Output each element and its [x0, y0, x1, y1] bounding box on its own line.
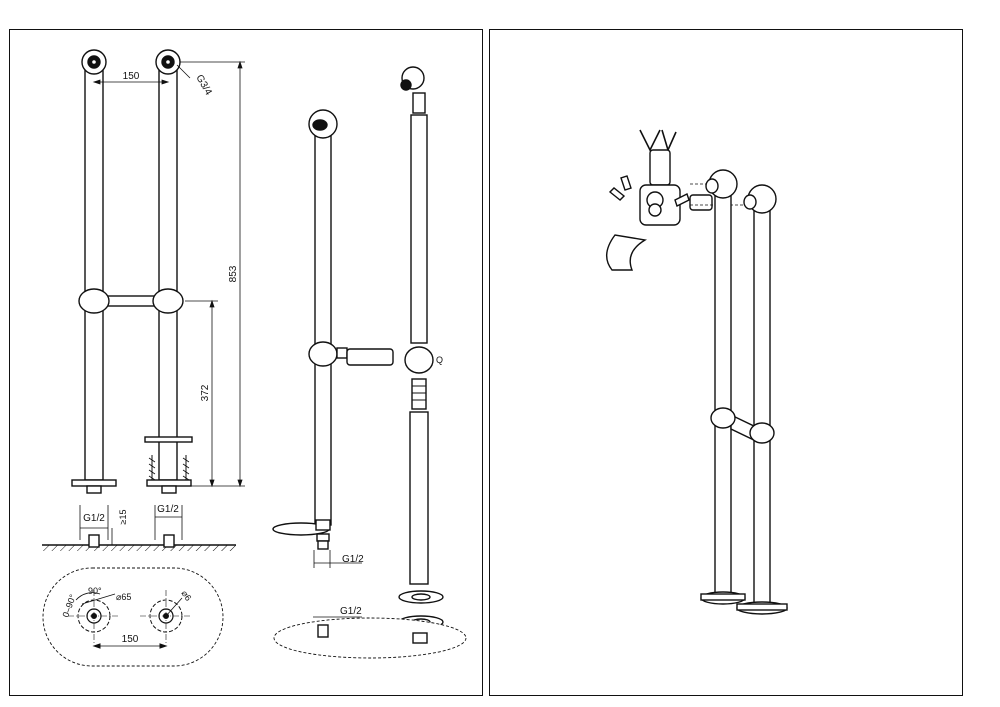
exploded-base-outline: [273, 617, 467, 659]
bath-mixer-tap: [606, 129, 713, 271]
exploded-right-lower-pipe: [409, 411, 429, 585]
dim-thread-top: G3/4: [193, 73, 214, 98]
assembly-right-standpipe: [753, 207, 771, 609]
assembly-right-tee: [749, 422, 775, 444]
dim-thread-exploded: G1/2: [342, 554, 364, 565]
left-panel-frame: [9, 29, 483, 696]
dim-thread-base: G1/2: [340, 606, 362, 617]
part-mark: Q: [436, 355, 443, 365]
exploded-coupling: [411, 378, 427, 410]
left-tee-joint: [78, 288, 110, 314]
dim-spacing-bottom: 150: [122, 634, 139, 645]
bridge-bar: [102, 295, 160, 307]
support-plate: [144, 436, 193, 443]
exploded-left-pipe: [314, 134, 332, 526]
dim-bore-left: ⌀65: [116, 592, 131, 602]
exploded-left-tee: [308, 341, 338, 367]
right-tee-joint: [152, 288, 184, 314]
assembly-left-tee: [710, 407, 736, 429]
right-panel-frame: [489, 29, 963, 696]
assembly-left-standpipe: [714, 189, 732, 599]
dim-thread-right: G1/2: [157, 504, 179, 515]
exploded-right-upper-pipe: [410, 114, 428, 344]
left-base-flange: [71, 479, 117, 487]
front-dimensions: [79, 60, 245, 545]
dim-spacing-top: 150: [123, 71, 140, 82]
plan-footprint: [42, 567, 224, 667]
dim-angle: 90°: [88, 586, 102, 596]
right-base-flange: [146, 479, 192, 487]
exploded-view: [272, 66, 467, 659]
dim-height-bridge: 372: [200, 384, 211, 401]
assembly-view: [606, 129, 788, 615]
front-view: [42, 49, 236, 551]
dim-angle-range: 0–90°: [60, 593, 78, 619]
dim-depth: ≥15: [118, 510, 128, 525]
left-standpipe: [84, 69, 104, 481]
exploded-right-tee: [404, 346, 434, 374]
exploded-dimension-text: G1/2 G1/2 Q: [340, 355, 443, 617]
dim-height-total: 853: [228, 265, 239, 282]
exploded-bridge-bar: [346, 348, 394, 366]
plan-view: [42, 567, 224, 667]
dim-bore-right: ⌀6: [179, 588, 193, 602]
floor-hatching: [42, 545, 236, 551]
dim-thread-left: G1/2: [83, 513, 105, 524]
right-standpipe: [158, 69, 178, 481]
